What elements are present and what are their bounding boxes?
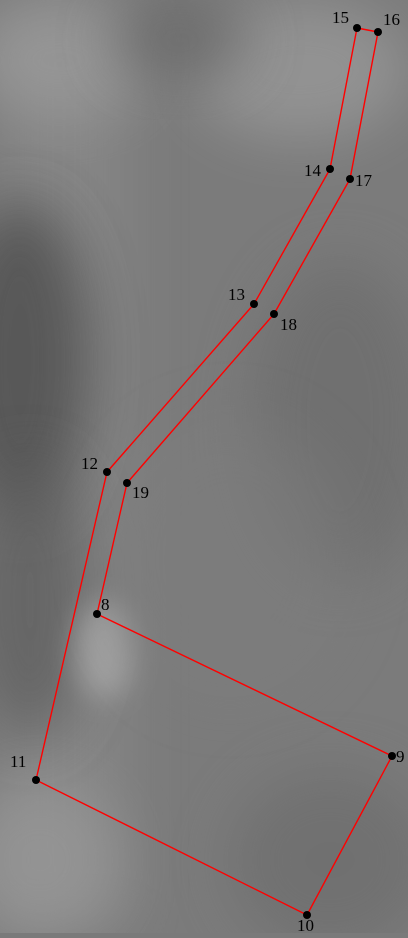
- vertex-label-18: 18: [280, 315, 297, 334]
- vertex-label-13: 13: [228, 285, 245, 304]
- vertex-point-12[interactable]: [103, 468, 111, 476]
- vertex-label-8: 8: [101, 595, 110, 614]
- vertex-point-8[interactable]: [93, 610, 101, 618]
- vertex-label-12: 12: [81, 454, 98, 473]
- vertex-label-14: 14: [304, 161, 322, 180]
- vertex-point-15[interactable]: [353, 24, 361, 32]
- vertex-point-11[interactable]: [32, 776, 40, 784]
- vertex-point-14[interactable]: [326, 165, 334, 173]
- vertex-label-16: 16: [383, 10, 400, 29]
- vertex-point-17[interactable]: [346, 175, 354, 183]
- vertex-point-19[interactable]: [123, 479, 131, 487]
- vertex-label-19: 19: [132, 483, 149, 502]
- vertex-label-15: 15: [332, 8, 349, 27]
- vertex-point-9[interactable]: [388, 752, 396, 760]
- vertex-label-17: 17: [355, 171, 373, 190]
- vertex-point-18[interactable]: [270, 310, 278, 318]
- vertex-label-9: 9: [396, 747, 405, 766]
- vertex-label-11: 11: [10, 752, 26, 771]
- vertex-point-16[interactable]: [374, 28, 382, 36]
- vertex-label-10: 10: [297, 916, 314, 933]
- vertex-point-13[interactable]: [250, 300, 258, 308]
